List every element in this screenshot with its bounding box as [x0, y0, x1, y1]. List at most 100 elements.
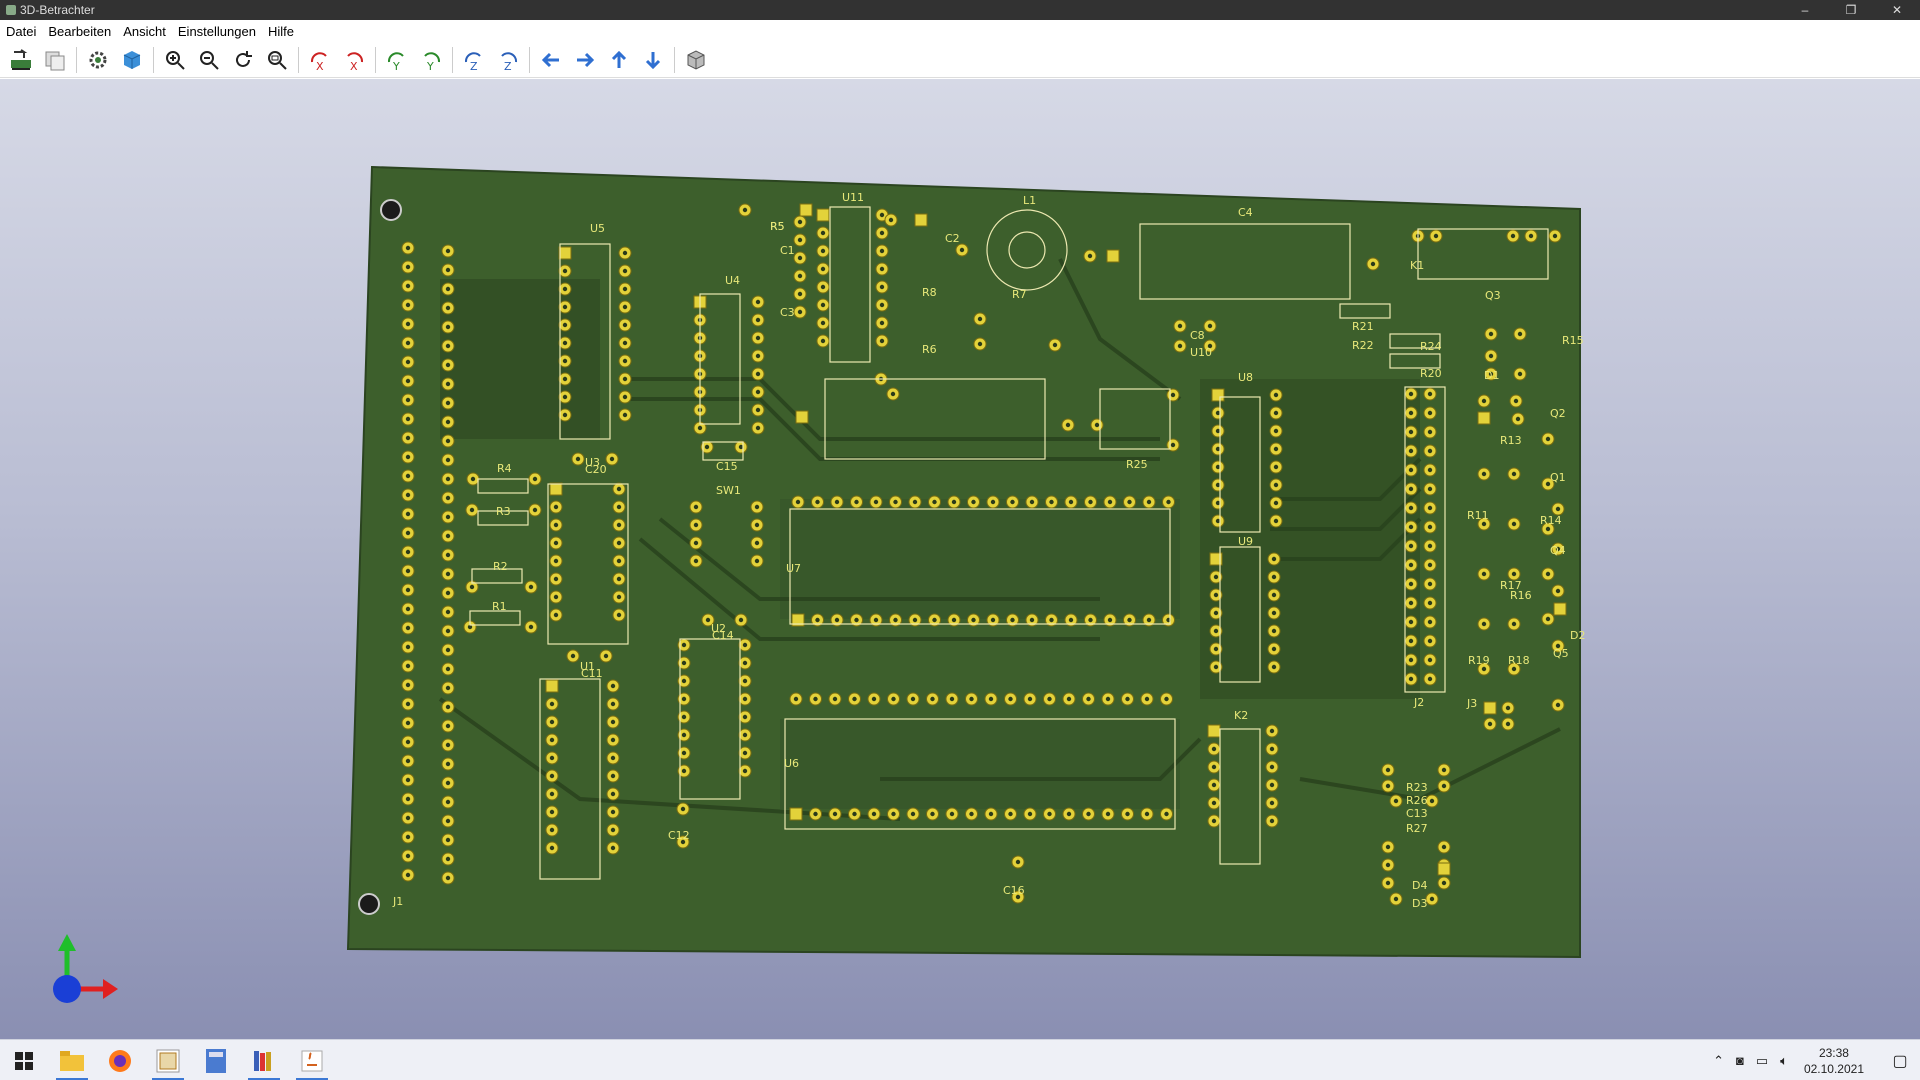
webcam-icon[interactable]: ◙	[1735, 1053, 1744, 1068]
pad-hole	[1271, 556, 1277, 562]
pan-up-icon[interactable]	[604, 45, 634, 75]
library-icon[interactable]	[240, 1040, 288, 1080]
pad-hole	[445, 533, 451, 539]
pan-down-icon[interactable]	[638, 45, 668, 75]
pad-hole	[609, 456, 615, 462]
pad-hole	[1015, 894, 1021, 900]
pad	[791, 613, 805, 627]
silk-label: C8	[1190, 329, 1205, 342]
pad-hole	[405, 378, 411, 384]
java-icon[interactable]	[288, 1040, 336, 1080]
pad-hole	[795, 499, 801, 505]
pad-hole	[797, 255, 803, 261]
pad-hole	[445, 286, 451, 292]
notification-icon[interactable]: ▢	[1892, 1052, 1908, 1070]
pad-hole	[405, 416, 411, 422]
menu-ansicht[interactable]: Ansicht	[123, 23, 166, 39]
settings-gear-icon[interactable]	[83, 45, 113, 75]
menu-datei[interactable]: Datei	[6, 23, 37, 39]
zoom-out-icon[interactable]	[194, 45, 224, 75]
pad-hole	[1107, 499, 1113, 505]
pad-hole	[1273, 410, 1279, 416]
pad-hole	[622, 376, 628, 382]
rotate-y-cw-icon[interactable]: Y	[382, 45, 412, 75]
pad-hole	[949, 696, 955, 702]
menu-hilfe[interactable]: Hilfe	[267, 23, 294, 39]
pad-hole	[1427, 486, 1433, 492]
chevron-up-icon[interactable]: ⌃	[1713, 1052, 1724, 1068]
rotate-y-ccw-icon[interactable]: Y	[416, 45, 446, 75]
pad-hole	[469, 584, 475, 590]
rotate-x-ccw-icon[interactable]: X	[339, 45, 369, 75]
ortho-cube-icon[interactable]	[681, 45, 711, 75]
pad-hole	[405, 492, 411, 498]
pad-hole	[754, 540, 760, 546]
pad-hole	[754, 558, 760, 564]
start-windows-icon[interactable]	[0, 1040, 48, 1080]
pad-hole	[445, 343, 451, 349]
maximize-button[interactable]: ❐	[1845, 3, 1857, 17]
pad-hole	[1271, 592, 1277, 598]
kicad-pcb-icon[interactable]	[144, 1040, 192, 1080]
pad-hole	[1408, 505, 1414, 511]
calculator-icon[interactable]	[192, 1040, 240, 1080]
zoom-in-icon[interactable]	[160, 45, 190, 75]
firefox-icon[interactable]	[96, 1040, 144, 1080]
redraw-icon[interactable]	[228, 45, 258, 75]
raytracing-cube-icon[interactable]	[117, 45, 147, 75]
silk-label: R23	[1406, 781, 1428, 794]
menu-bearbeiten[interactable]: Bearbeiten	[48, 23, 112, 39]
minimize-button[interactable]: –	[1801, 3, 1809, 17]
pad-hole	[1408, 676, 1414, 682]
pad	[914, 213, 928, 227]
pad-hole	[1441, 844, 1447, 850]
pad-hole	[932, 499, 937, 505]
pad-hole	[1555, 702, 1561, 708]
silk-label: R21	[1352, 320, 1374, 333]
pad-hole	[680, 806, 686, 812]
pad-hole	[879, 284, 885, 290]
pad-hole	[971, 499, 976, 505]
pad-hole	[553, 612, 559, 618]
pan-left-icon[interactable]	[536, 45, 566, 75]
network-icon[interactable]: ▭	[1755, 1052, 1769, 1068]
pad-hole	[1088, 499, 1093, 505]
pad-hole	[969, 696, 974, 702]
clock[interactable]: 23:38 02.10.2021	[1804, 1045, 1864, 1077]
rotate-z-ccw-icon[interactable]: Z	[493, 45, 523, 75]
volume-icon[interactable]: 🔈︎	[1780, 1052, 1788, 1068]
pad-hole	[738, 617, 744, 623]
pad-hole	[445, 457, 451, 463]
zoom-fit-icon[interactable]	[262, 45, 292, 75]
pad-hole	[891, 696, 896, 702]
pad-hole	[445, 438, 451, 444]
menu-einstellungen[interactable]: Einstellungen	[177, 23, 256, 39]
pad-hole	[681, 660, 687, 666]
pad-hole	[405, 283, 411, 289]
pad-hole	[742, 750, 748, 756]
pad-hole	[1047, 696, 1052, 702]
pad-hole	[1213, 628, 1219, 634]
pad-hole	[1427, 619, 1433, 625]
silk-label: J3	[1466, 697, 1477, 710]
silk-label: R3	[496, 505, 511, 518]
pad-hole	[1481, 398, 1487, 404]
copy-image-icon[interactable]	[40, 45, 70, 75]
pad-hole	[1271, 628, 1277, 634]
pad-hole	[549, 737, 555, 743]
pad-hole	[977, 316, 983, 322]
pad	[1211, 388, 1225, 402]
silk-label: D4	[1412, 879, 1427, 892]
pad-hole	[820, 266, 826, 272]
rotate-z-cw-icon[interactable]: Z	[459, 45, 489, 75]
silk-label: J2	[1413, 696, 1424, 709]
reload-board-icon[interactable]	[6, 45, 36, 75]
rotate-x-cw-icon[interactable]: X	[305, 45, 335, 75]
pan-right-icon[interactable]	[570, 45, 600, 75]
close-button[interactable]: ✕	[1891, 3, 1903, 17]
pad-hole	[879, 248, 885, 254]
file-explorer-icon[interactable]	[48, 1040, 96, 1080]
pad-hole	[445, 362, 451, 368]
pad-hole	[562, 358, 568, 364]
